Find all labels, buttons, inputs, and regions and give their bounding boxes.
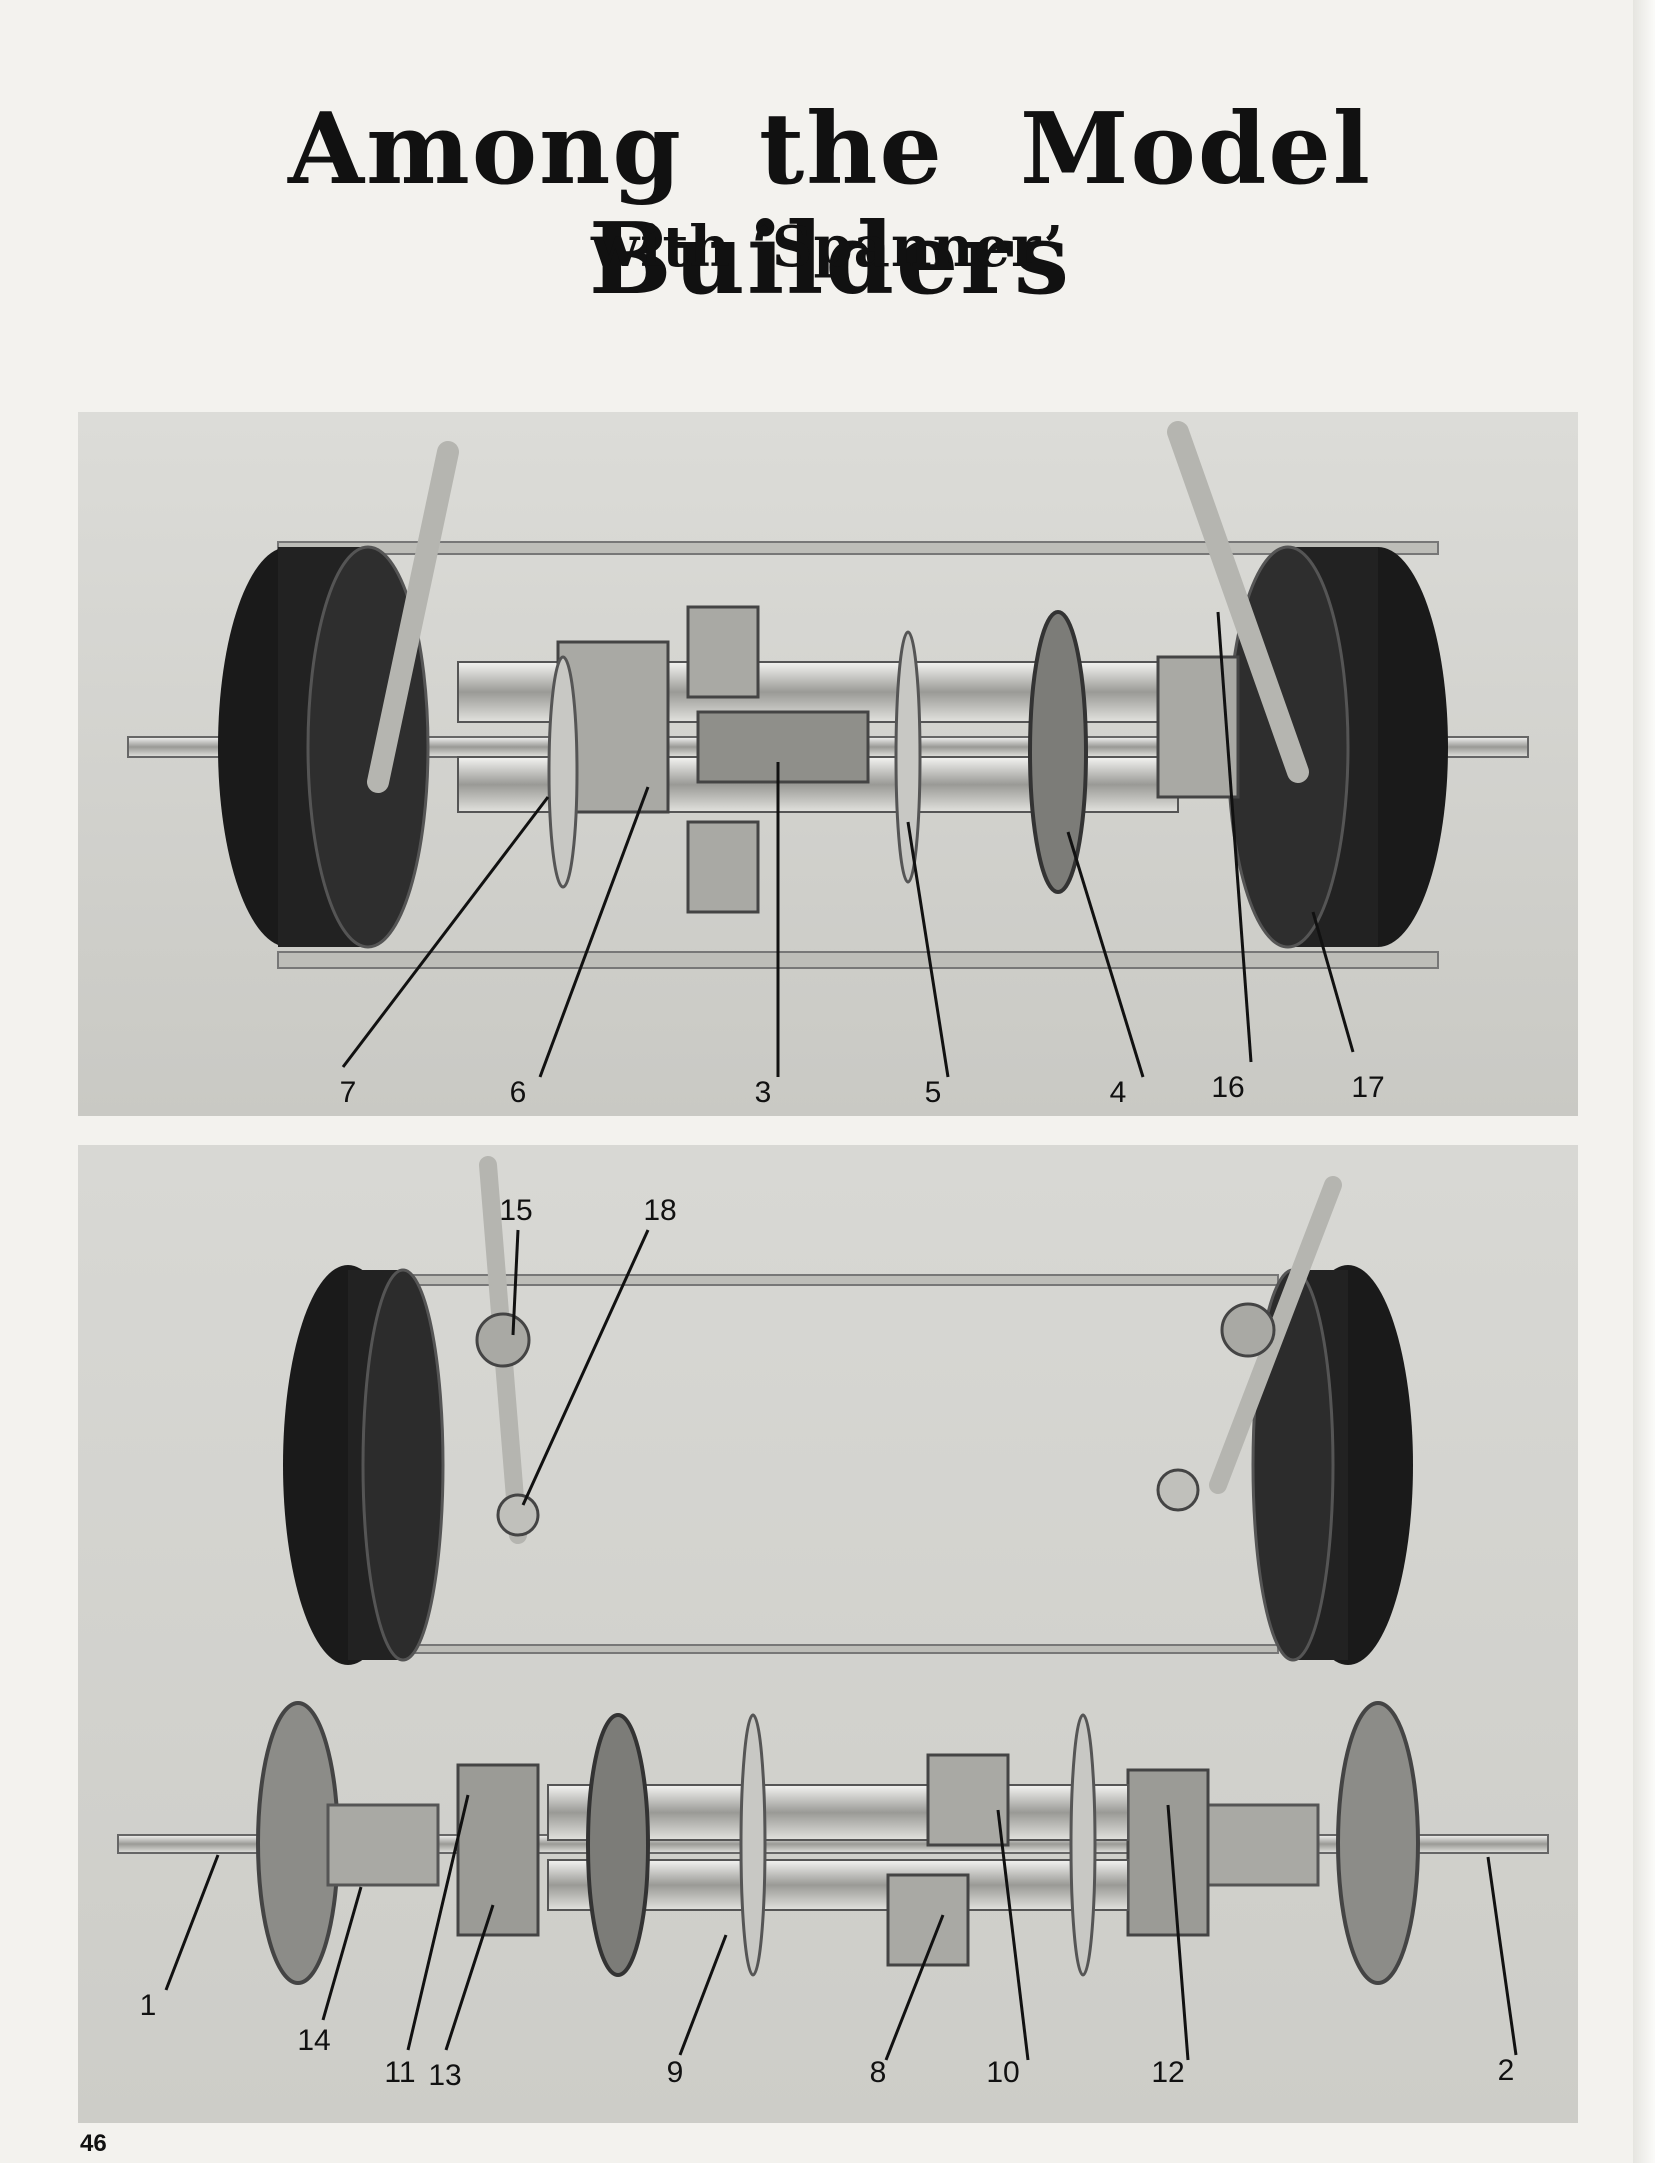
callout-7: 7 — [340, 1076, 357, 1109]
page-subtitle: with ‘Spanner’ — [590, 214, 1065, 280]
callout-17: 17 — [1351, 1071, 1384, 1104]
photo-gearbox-assembled: 7 6 3 5 4 16 17 — [78, 412, 1578, 1116]
callout-15: 15 — [499, 1194, 532, 1227]
photo-gearbox-exploded: 15 18 1 14 11 13 9 8 10 12 2 — [78, 1145, 1578, 2123]
photo-bottom-illustration: 15 18 1 14 11 13 9 8 10 12 2 — [78, 1145, 1578, 2123]
callout-10: 10 — [986, 2056, 1019, 2089]
photo-top-illustration: 7 6 3 5 4 16 17 — [78, 412, 1578, 1116]
page-number: 46 — [80, 2130, 107, 2157]
callout-13: 13 — [428, 2059, 461, 2092]
callout-12: 12 — [1151, 2056, 1184, 2089]
page-edge — [1633, 0, 1655, 2163]
callout-8: 8 — [870, 2056, 887, 2089]
page-title: Among the Model Builders — [288, 92, 1372, 317]
callout-2: 2 — [1498, 2054, 1515, 2087]
callout-14: 14 — [297, 2024, 330, 2057]
callout-11: 11 — [384, 2056, 415, 2089]
callout-4: 4 — [1110, 1076, 1127, 1109]
callout-18: 18 — [643, 1194, 676, 1227]
callout-16: 16 — [1211, 1071, 1244, 1104]
callout-1: 1 — [140, 1989, 157, 2022]
callout-6: 6 — [510, 1076, 527, 1109]
callout-9: 9 — [667, 2056, 684, 2089]
callout-5: 5 — [925, 1076, 942, 1109]
callout-3: 3 — [755, 1076, 772, 1109]
